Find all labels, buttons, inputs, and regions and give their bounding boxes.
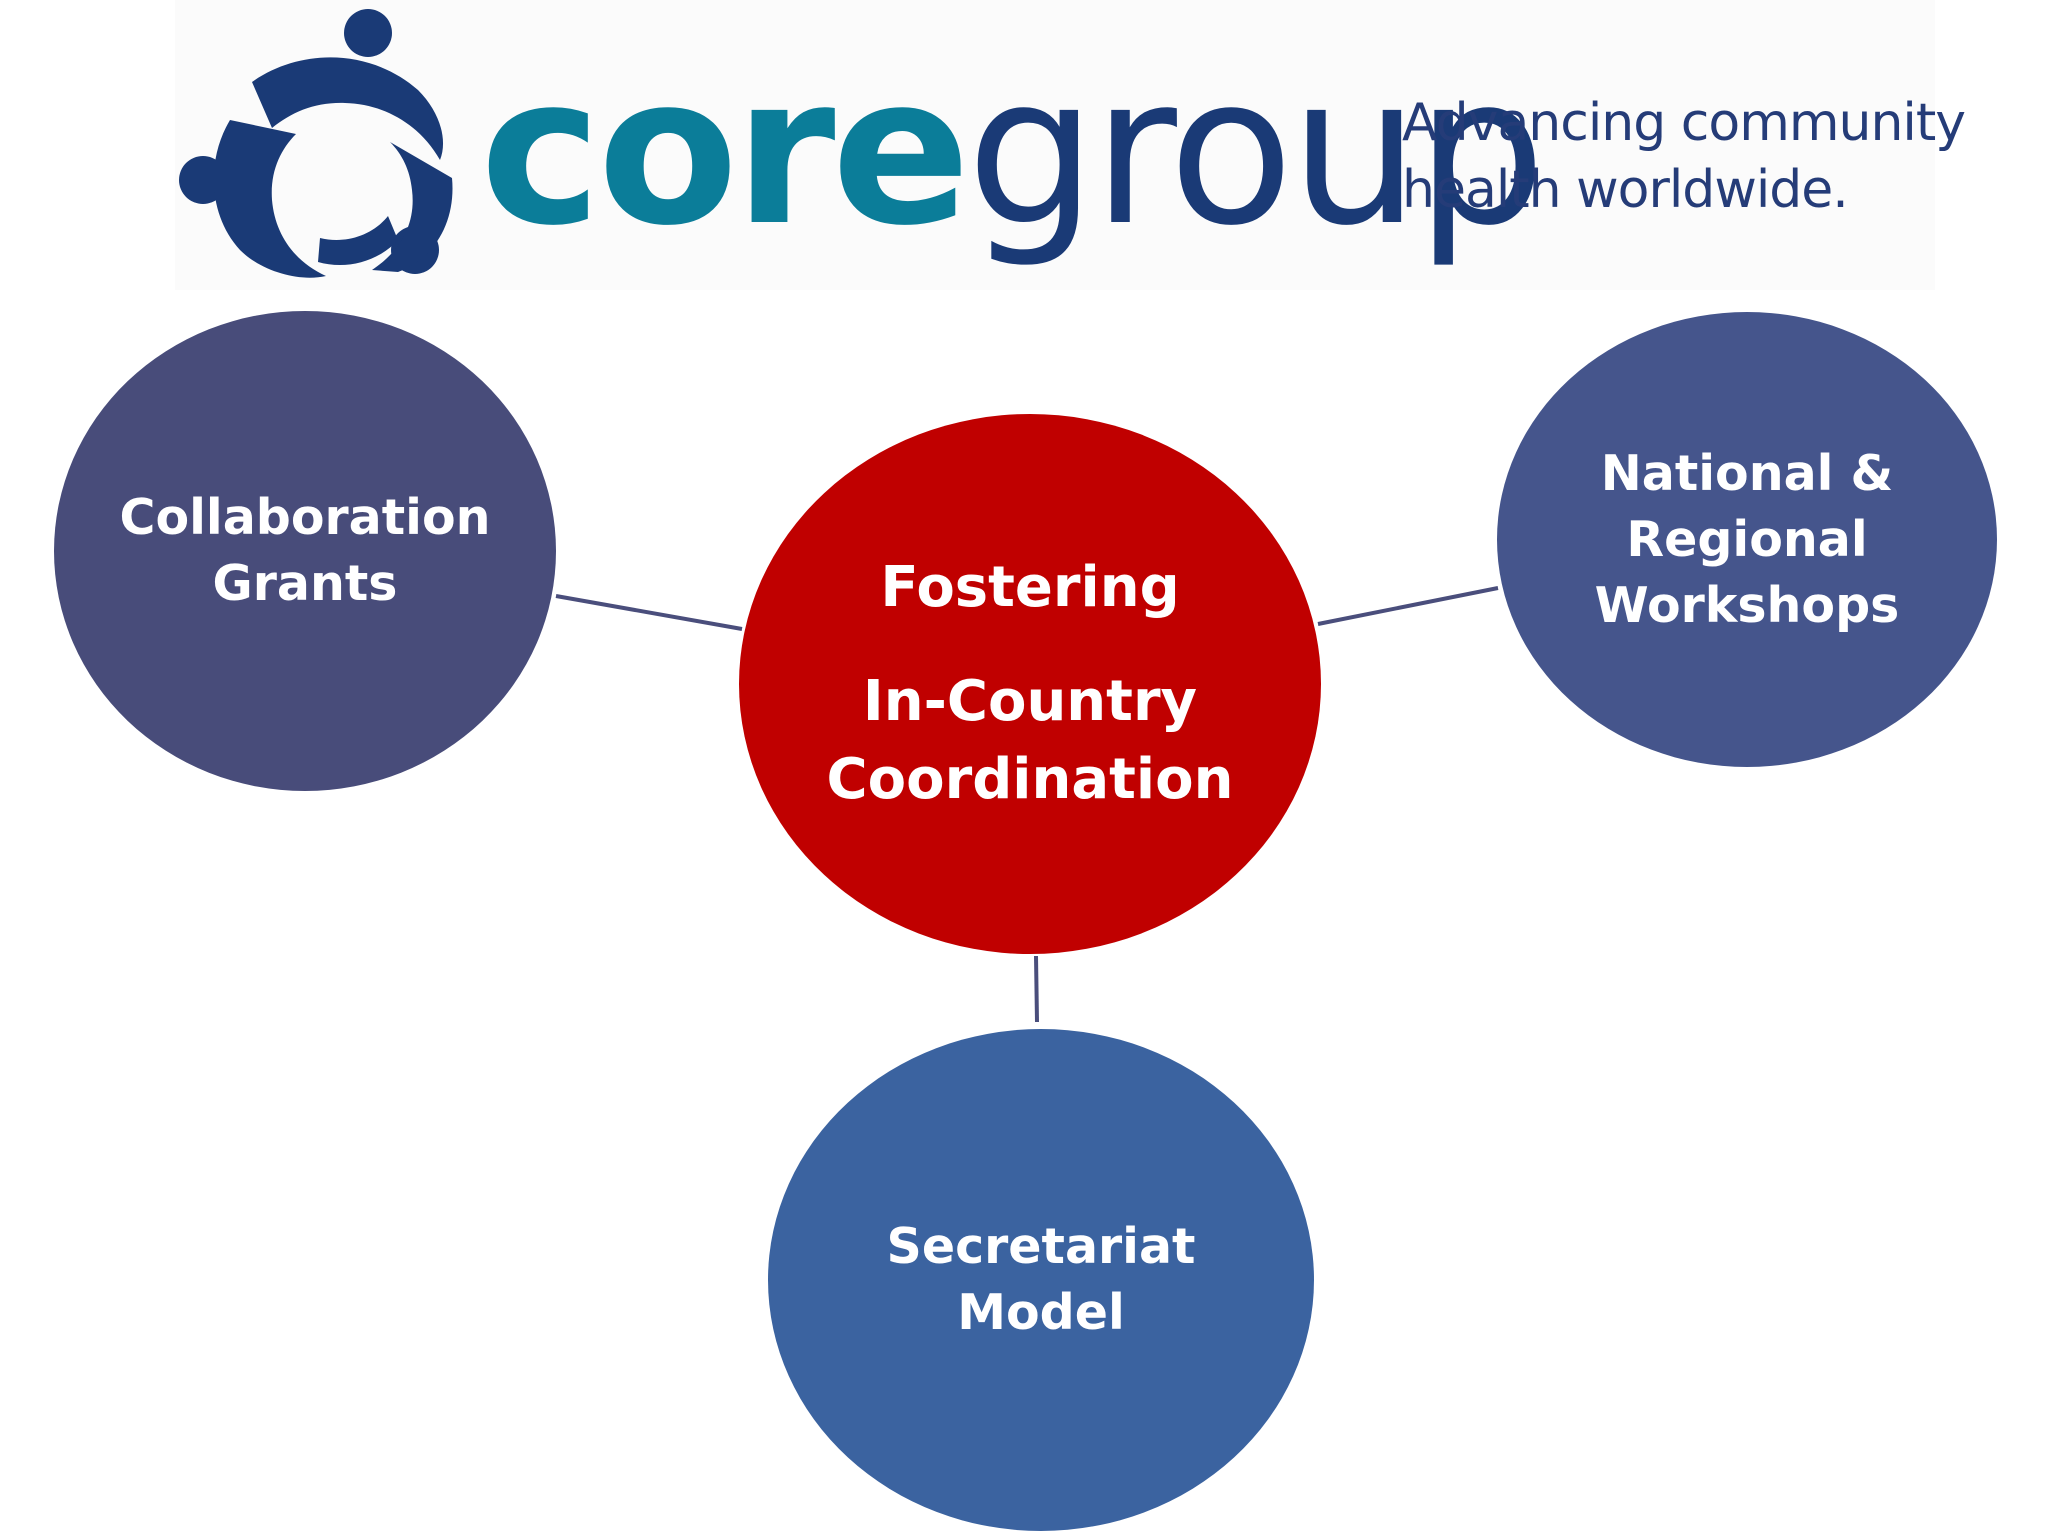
logo-swirl-arm-top xyxy=(252,57,444,160)
tagline-line-1: Advancing community xyxy=(1402,93,1966,153)
node-workshops-line-1: National & xyxy=(1600,444,1894,502)
node-collaboration-grants-line-1: Collaboration xyxy=(119,489,491,546)
node-national-regional-workshops: National & Regional Workshops xyxy=(1497,312,1997,767)
tagline-line-2: health worldwide. xyxy=(1402,160,1849,220)
node-workshops-line-2: Regional xyxy=(1626,510,1868,568)
node-secretariat-model: Secretariat Model xyxy=(768,1029,1314,1531)
logo-swirl-arm-bottom xyxy=(318,216,398,266)
core-group-logo-icon xyxy=(179,9,453,278)
node-secretariat-line-1: Secretariat xyxy=(886,1218,1196,1275)
connector-collaboration xyxy=(555,594,743,631)
header-band xyxy=(175,0,1935,290)
core-group-wordmark: coregroup xyxy=(480,50,1546,255)
logo-person-head-top xyxy=(344,9,392,57)
logo-swirl-arm-right xyxy=(372,142,453,272)
wordmark-group: group xyxy=(966,33,1546,271)
wordmark-core: core xyxy=(480,33,970,271)
connector-workshops xyxy=(1317,586,1499,626)
node-workshops-line-3: Workshops xyxy=(1594,576,1900,634)
logo-swirl-arm-left xyxy=(213,120,326,278)
node-fostering-in-country-coordination: Fostering In-Country Coordination xyxy=(739,414,1321,954)
connector-secretariat xyxy=(1034,955,1039,1023)
tagline: Advancing community health worldwide. xyxy=(1402,90,1966,224)
node-collaboration-grants-line-2: Grants xyxy=(212,555,398,612)
node-secretariat-line-2: Model xyxy=(957,1284,1125,1341)
center-line-3: Coordination xyxy=(826,747,1234,812)
node-collaboration-grants: Collaboration Grants xyxy=(54,311,556,791)
center-line-2: In-Country xyxy=(862,669,1198,734)
center-line-1: Fostering xyxy=(880,555,1180,620)
